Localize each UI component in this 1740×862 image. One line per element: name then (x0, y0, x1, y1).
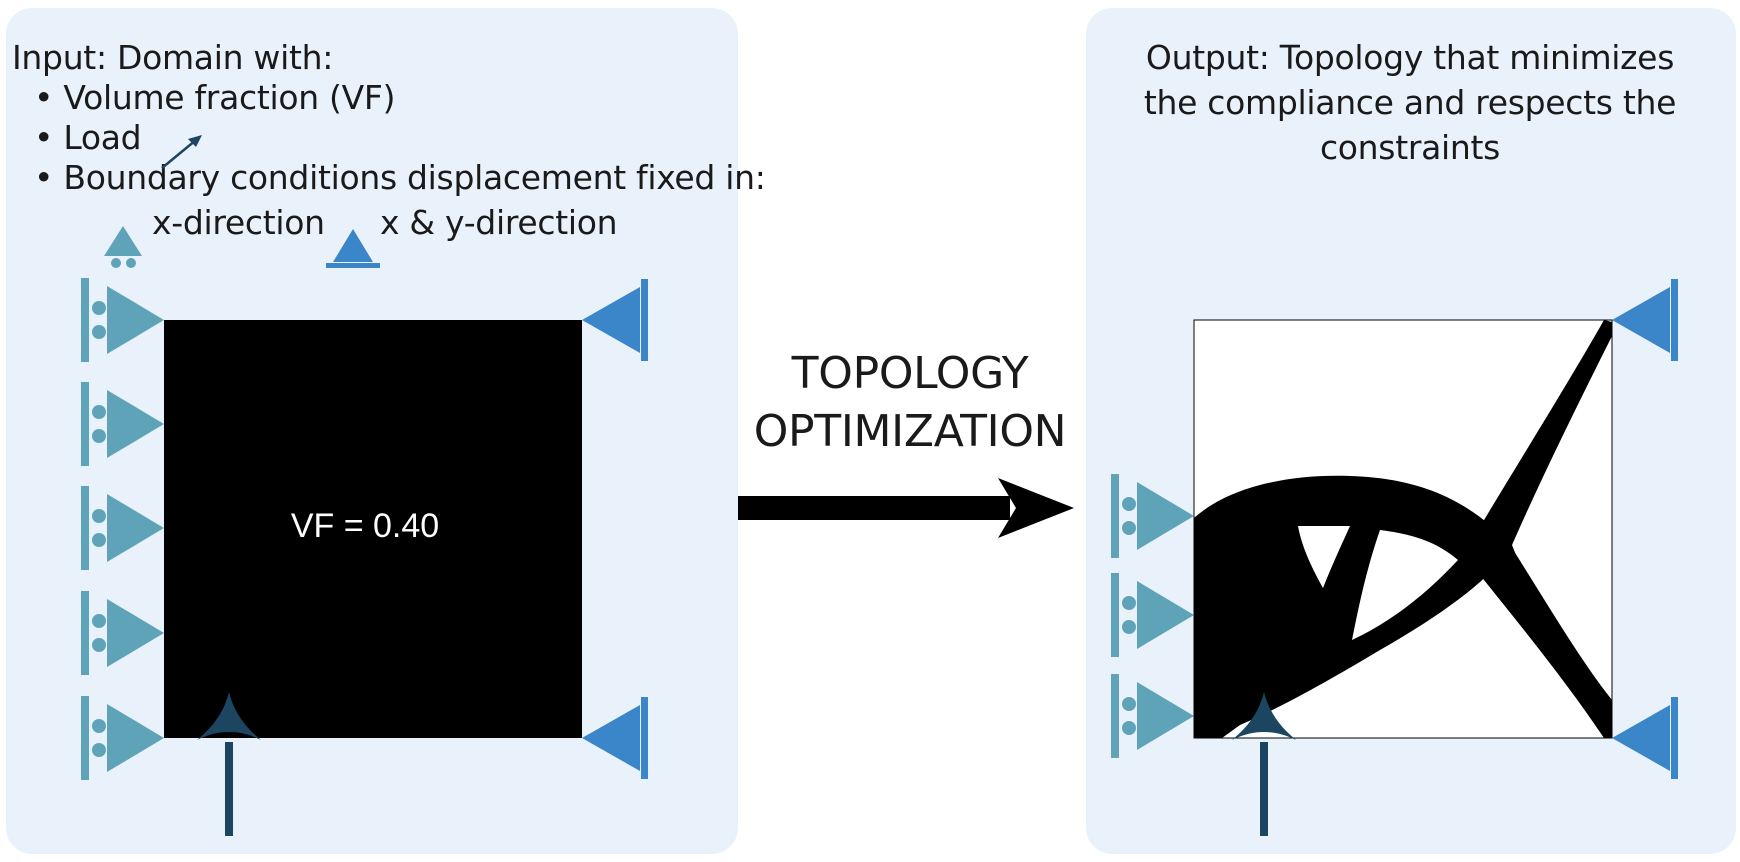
pin-support-icon (1612, 697, 1678, 779)
output-line1: Output: Topology that minimizes (1145, 38, 1675, 77)
pin-support-icon (1612, 279, 1678, 361)
roller-support-icon (1111, 674, 1194, 758)
bullet-boundary-text: Boundary conditions displacement fixed i… (63, 158, 766, 197)
legend-x-direction-label: x-direction (152, 203, 325, 242)
process-label-line2: OPTIMIZATION (753, 406, 1067, 457)
bullet-load: • Load (34, 118, 142, 157)
roller-support-icon (81, 382, 164, 466)
bullet-volume-fraction-text: Volume fraction (VF) (63, 78, 396, 117)
pin-legend-icon (326, 229, 380, 268)
load-legend-arrow-icon (161, 135, 202, 169)
output-line3: constraints (1319, 128, 1501, 167)
pin-support-icon (582, 697, 648, 779)
pin-support-icon (582, 279, 648, 361)
input-domain-block (164, 320, 582, 738)
roller-legend-icon (104, 226, 142, 268)
right-arrow-icon (738, 478, 1074, 538)
bullet-load-text: Load (63, 118, 142, 157)
bullet-volume-fraction: • Volume fraction (VF) (34, 78, 396, 117)
roller-support-icon (81, 591, 164, 675)
input-heading: Input: Domain with: (12, 38, 334, 77)
optimized-topology (1193, 319, 1613, 739)
roller-support-icon (81, 278, 164, 362)
vf-label: VF = 0.40 (291, 507, 439, 545)
roller-support-icon (1111, 474, 1194, 558)
output-line2: the compliance and respects the (1143, 83, 1677, 122)
roller-support-icon (1111, 573, 1194, 657)
bullet-boundary-conditions: • Boundary conditions displacement fixed… (34, 158, 766, 197)
roller-support-icon (81, 486, 164, 570)
roller-support-icon (81, 696, 164, 780)
process-label-line1: TOPOLOGY (791, 348, 1029, 399)
legend-xy-direction-label: x & y-direction (380, 203, 618, 242)
